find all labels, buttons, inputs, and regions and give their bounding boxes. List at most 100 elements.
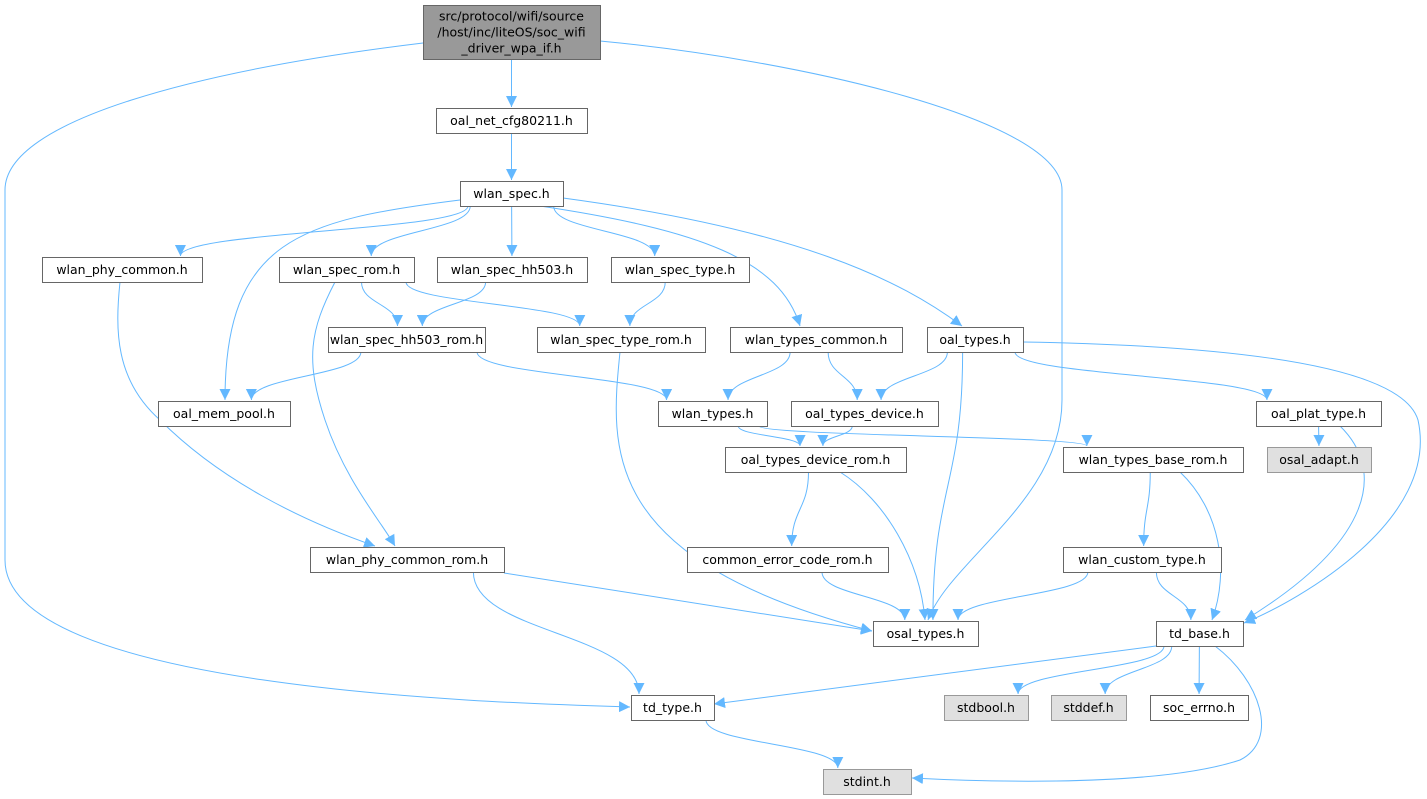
edge-wlan_spec_hh503_rom-to-wlan_types (476, 351, 673, 401)
node-box (944, 695, 1029, 721)
node-label: td_base.h (1169, 626, 1230, 641)
node-wlan-spec-hh503-rom[interactable]: wlan_spec_hh503_rom.h (328, 327, 486, 353)
edge-wlan_spec-to-wlan_phy_common (175, 205, 469, 257)
edge-wlan_spec-to-wlan_spec_type (553, 205, 661, 257)
node-label: wlan_types_common.h (745, 332, 888, 347)
node-label: _driver_wpa_if.h (460, 41, 561, 56)
node-label: wlan_phy_common.h (56, 262, 187, 277)
node-box (631, 695, 715, 721)
edge-wlan_types-to-oal_types_device_rom (737, 425, 806, 447)
edge-td_type-to-stdint (705, 719, 844, 769)
node-box (1267, 447, 1372, 473)
node-label: wlan_phy_common_rom.h (326, 552, 488, 567)
node-label: /host/inc/liteOS/soc_wifi (437, 25, 585, 40)
edge-wlan_custom_type-to-osal_types (952, 571, 1089, 621)
edge-wlan_spec_rom-to-wlan_spec_hh503_rom (361, 281, 403, 327)
node-label: td_type.h (643, 700, 702, 715)
node-box (460, 181, 564, 207)
node-label: oal_plat_type.h (1271, 406, 1366, 421)
node-oal-plat-type[interactable]: oal_plat_type.h (1256, 401, 1382, 427)
node-label: stdbool.h (957, 700, 1015, 715)
node-box (328, 327, 486, 353)
node-oal-mem-pool[interactable]: oal_mem_pool.h (158, 401, 291, 427)
node-box (158, 401, 291, 427)
node-label: stdint.h (843, 774, 891, 789)
node-label: soc_errno.h (1163, 700, 1235, 715)
node-label: oal_net_cfg80211.h (450, 113, 573, 128)
node-wlan-types-base-rom[interactable]: wlan_types_base_rom.h (1063, 447, 1244, 473)
node-box (1256, 401, 1382, 427)
node-wlan-spec[interactable]: wlan_spec.h (460, 181, 564, 207)
node-wlan-types-common[interactable]: wlan_types_common.h (730, 327, 903, 353)
node-label: wlan_spec_rom.h (293, 262, 400, 277)
edge-common_error_code_rom-to-osal_types (821, 571, 911, 621)
edge-wlan_spec_rom-to-wlan_spec_type_rom (405, 281, 586, 327)
edge-td_base-to-td_type (713, 645, 1157, 709)
node-wlan-phy-common-rom[interactable]: wlan_phy_common_rom.h (310, 547, 505, 573)
edge-wlan_spec-to-oal_mem_pool (219, 199, 461, 401)
node-root[interactable]: src/protocol/wifi/source/host/inc/liteOS… (423, 5, 601, 60)
node-wlan-spec-type[interactable]: wlan_spec_type.h (611, 257, 750, 283)
node-box (423, 5, 601, 60)
edge-td_base-to-stddef (1099, 645, 1173, 695)
edge-oal_plat_type-to-td_base (1244, 425, 1365, 621)
edge-wlan_phy_common_rom-to-td_type (472, 571, 645, 695)
edge-oal_types-to-oal_plat_type (1014, 351, 1273, 401)
edge-root-to-td_type (4, 42, 631, 713)
node-wlan-custom-type[interactable]: wlan_custom_type.h (1063, 547, 1222, 573)
node-label: wlan_spec_hh503_rom.h (330, 332, 483, 347)
node-wlan-spec-type-rom[interactable]: wlan_spec_type_rom.h (537, 327, 706, 353)
edge-wlan_types-to-wlan_types_base_rom (758, 425, 1093, 447)
edge-wlan_spec_hh503_rom-to-oal_mem_pool (245, 351, 362, 401)
node-wlan-spec-rom[interactable]: wlan_spec_rom.h (279, 257, 415, 283)
node-label: oal_mem_pool.h (173, 406, 275, 421)
node-stdbool: stdbool.h (944, 695, 1029, 721)
node-box (310, 547, 505, 573)
edge-oal_types_device-to-oal_types_device_rom (817, 425, 853, 447)
node-osal-types[interactable]: osal_types.h (873, 621, 979, 647)
edge-wlan_types_common-to-oal_types_device (827, 351, 863, 401)
node-wlan-spec-hh503[interactable]: wlan_spec_hh503.h (437, 257, 588, 283)
edge-wlan_phy_common_rom-to-osal_types (503, 572, 873, 635)
node-label: oal_types_device_rom.h (741, 452, 891, 467)
node-oal-types-device[interactable]: oal_types_device.h (791, 401, 939, 427)
edge-wlan_spec-to-wlan_spec_rom (365, 205, 471, 257)
edge-wlan_custom_type-to-td_base (1155, 571, 1197, 621)
edge-wlan_spec-to-oal_types (562, 197, 963, 327)
node-label: src/protocol/wifi/source (439, 9, 584, 24)
node-oal-types-device-rom[interactable]: oal_types_device_rom.h (725, 447, 907, 473)
edge-oal_types_device_rom-to-osal_types (839, 471, 930, 621)
node-box (791, 401, 939, 427)
edge-wlan_spec_type_rom-to-osal_types (615, 351, 873, 634)
node-wlan-phy-common[interactable]: wlan_phy_common.h (42, 257, 203, 283)
node-label: oal_types.h (939, 332, 1010, 347)
node-label: wlan_spec.h (473, 186, 549, 201)
node-box (1150, 695, 1249, 721)
edge-oal_types-to-oal_types_device (875, 351, 948, 401)
node-common-error-code-rom[interactable]: common_error_code_rom.h (687, 547, 889, 573)
node-box (927, 327, 1024, 353)
node-box (437, 257, 588, 283)
edge-wlan_spec_hh503-to-wlan_spec_hh503_rom (416, 281, 487, 327)
node-oal-net-cfg80211[interactable]: oal_net_cfg80211.h (436, 108, 588, 134)
edge-wlan_spec_rom-to-wlan_phy_common_rom (312, 281, 396, 547)
node-oal-types[interactable]: oal_types.h (927, 327, 1024, 353)
edge-wlan_spec_type-to-wlan_spec_type_rom (624, 281, 666, 327)
node-box (1063, 547, 1222, 573)
node-box (725, 447, 907, 473)
node-box (1156, 621, 1244, 647)
node-box (611, 257, 750, 283)
node-wlan-types[interactable]: wlan_types.h (658, 401, 768, 427)
node-soc-errno[interactable]: soc_errno.h (1150, 695, 1249, 721)
node-label: osal_adapt.h (1279, 452, 1359, 467)
node-label: osal_types.h (887, 626, 965, 641)
edge-wlan_types_base_rom-to-td_base (1179, 471, 1222, 621)
node-td-base[interactable]: td_base.h (1156, 621, 1244, 647)
edge-wlan_spec-to-wlan_types_common (539, 205, 803, 327)
node-box (436, 108, 588, 134)
edge-wlan_types_common-to-wlan_types (722, 351, 791, 401)
edges (4, 40, 1421, 785)
node-td-type[interactable]: td_type.h (631, 695, 715, 721)
edge-wlan_types_base_rom-to-wlan_custom_type (1138, 471, 1151, 547)
node-box (687, 547, 889, 573)
